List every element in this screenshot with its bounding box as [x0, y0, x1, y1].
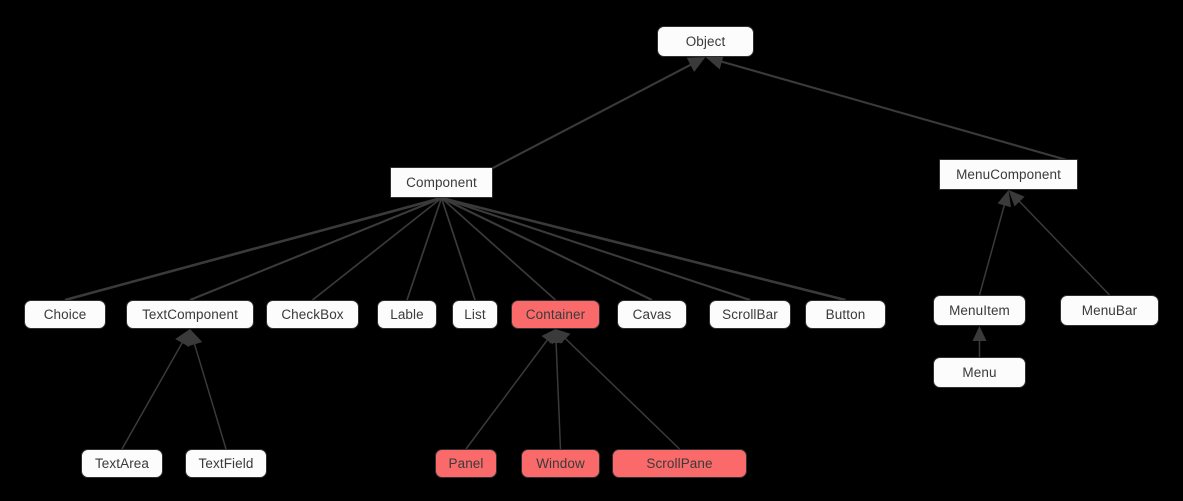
- edge-arrowhead: [972, 326, 987, 341]
- class-node-label: ScrollBar: [722, 306, 778, 322]
- edge-line: [440, 197, 557, 301]
- class-node-label: Button: [825, 306, 866, 322]
- class-node-label: Container: [525, 306, 586, 322]
- edge-line: [440, 197, 476, 301]
- class-node-label: CheckBox: [281, 306, 344, 322]
- class-node-label: TextField: [198, 455, 254, 471]
- class-node-scrollpane[interactable]: ScrollPane: [612, 449, 747, 478]
- class-node-choice[interactable]: Choice: [24, 300, 106, 329]
- class-node-label: TextArea: [94, 455, 150, 471]
- edge-arrowhead: [1008, 190, 1025, 207]
- class-node-component[interactable]: Component: [390, 167, 493, 198]
- edge-line: [441, 197, 653, 301]
- class-node-label: TextComponent: [142, 306, 238, 322]
- class-node-label: Component: [406, 174, 477, 190]
- edge-line: [311, 197, 443, 301]
- edge-line: [121, 340, 184, 450]
- class-node-menubar[interactable]: MenuBar: [1060, 295, 1159, 326]
- class-node-button[interactable]: Button: [805, 300, 886, 329]
- edge-line: [978, 203, 1006, 296]
- class-node-container[interactable]: Container: [511, 300, 600, 329]
- class-node-textarea[interactable]: TextArea: [81, 449, 163, 478]
- edge-line: [64, 196, 442, 302]
- class-node-lable[interactable]: Lable: [377, 300, 437, 329]
- class-node-label: Lable: [390, 306, 424, 322]
- edge-line: [488, 63, 693, 171]
- edge-line: [719, 60, 1075, 164]
- edge-arrowhead: [997, 190, 1011, 208]
- class-node-label: ScrollPane: [646, 455, 713, 471]
- class-node-cavas[interactable]: Cavas: [617, 300, 687, 329]
- edge-line: [189, 197, 442, 301]
- edge-arrowhead: [186, 329, 203, 347]
- edge-line: [563, 336, 681, 450]
- class-node-label: Choice: [43, 306, 87, 322]
- class-node-label: Window: [536, 455, 585, 471]
- edge-arrowhead: [686, 57, 706, 72]
- edge-arrowhead: [555, 329, 571, 344]
- class-node-label: Cavas: [632, 306, 672, 322]
- class-node-label: MenuItem: [949, 302, 1010, 318]
- class-node-textfield[interactable]: TextField: [185, 449, 267, 478]
- class-node-menuitem[interactable]: MenuItem: [933, 295, 1026, 326]
- class-node-object[interactable]: Object: [657, 26, 754, 57]
- class-node-window[interactable]: Window: [521, 449, 600, 478]
- edge-arrowhead: [705, 53, 725, 70]
- edge-line: [1017, 199, 1111, 296]
- class-node-label: MenuComponent: [956, 166, 1061, 182]
- class-node-label: Menu: [962, 364, 997, 380]
- edge-line: [441, 196, 846, 302]
- edge-arrowhead: [175, 329, 190, 347]
- edge-line: [465, 338, 549, 450]
- class-node-scrollbar[interactable]: ScrollBar: [709, 300, 791, 329]
- class-node-label: MenuBar: [1081, 302, 1138, 318]
- class-node-checkbox[interactable]: CheckBox: [266, 300, 359, 329]
- class-node-label: Panel: [448, 455, 484, 471]
- class-node-panel[interactable]: Panel: [435, 449, 497, 478]
- class-node-label: List: [464, 306, 486, 322]
- edge-line: [406, 197, 443, 301]
- class-node-label: Object: [685, 33, 726, 49]
- class-node-menu[interactable]: Menu: [933, 357, 1026, 388]
- class-node-textcomponent[interactable]: TextComponent: [126, 300, 254, 329]
- edge-line: [441, 197, 751, 301]
- edge-line: [555, 340, 562, 450]
- edge-line: [193, 342, 227, 450]
- class-node-menucomponent[interactable]: MenuComponent: [939, 159, 1078, 190]
- class-node-list[interactable]: List: [452, 300, 498, 329]
